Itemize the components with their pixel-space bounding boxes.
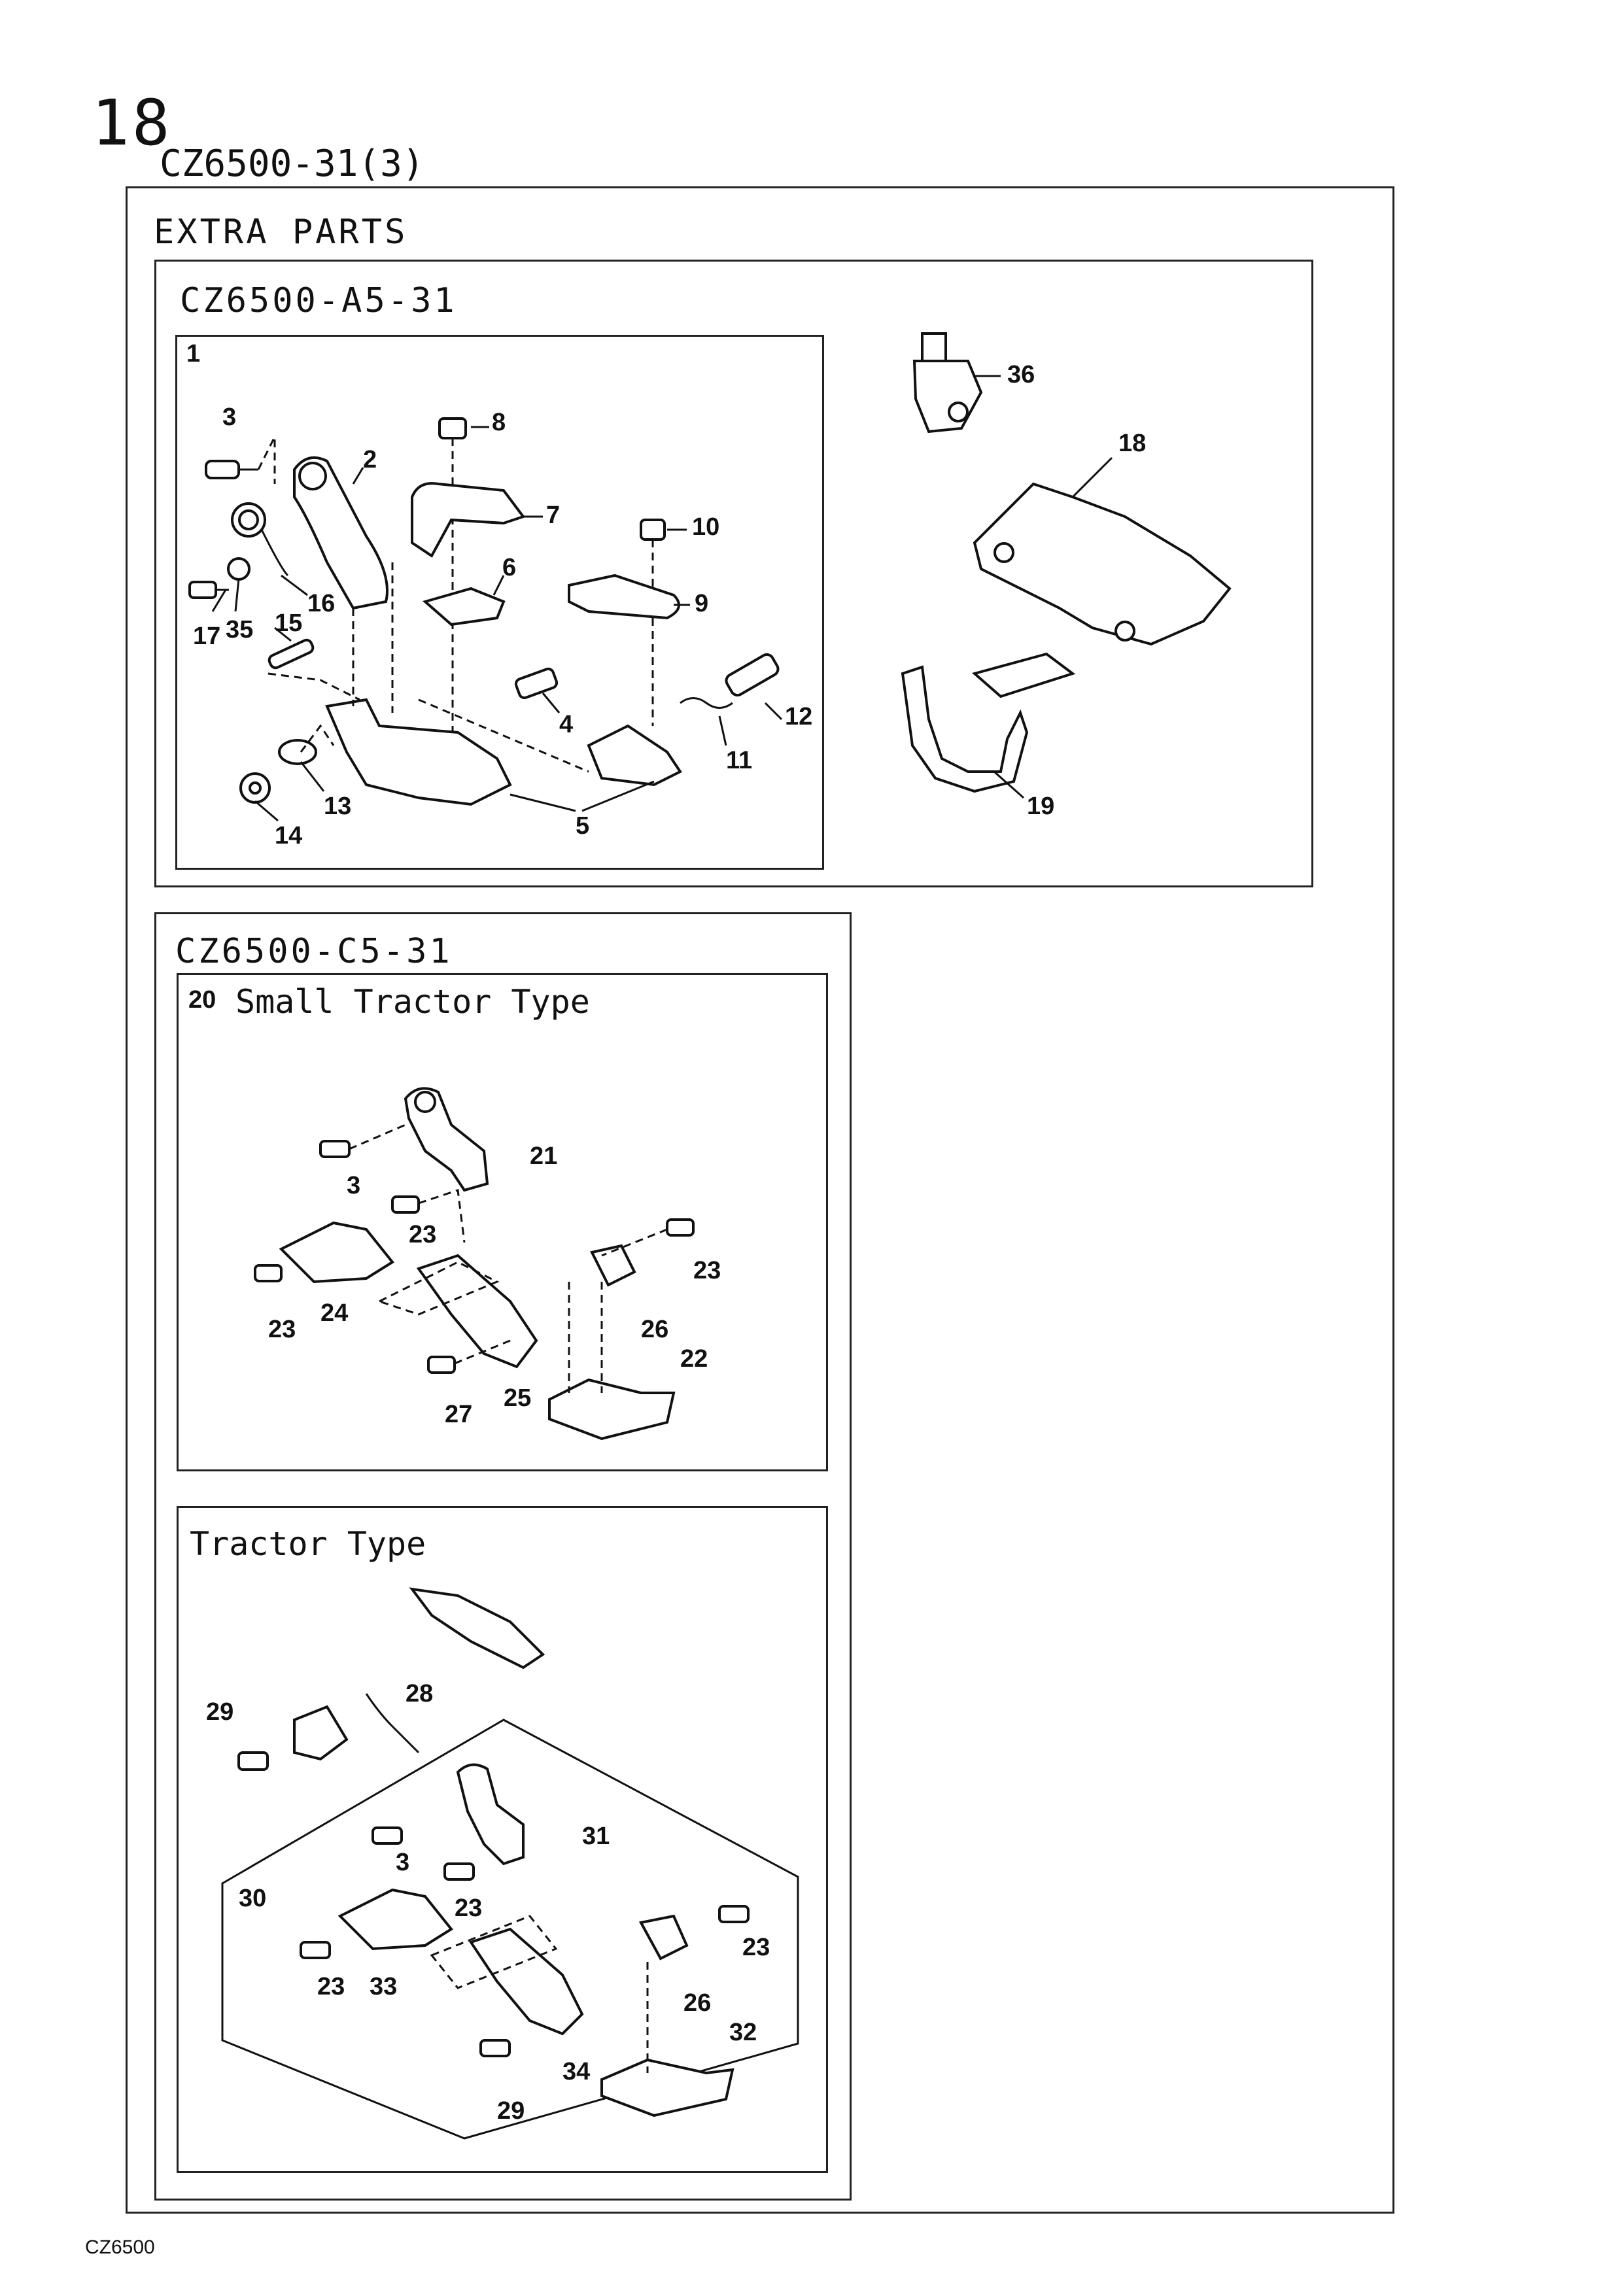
needle-plate <box>973 482 1232 646</box>
small-tractor-number: 20 <box>188 986 216 1014</box>
spring-icon <box>231 502 289 577</box>
callout-a5-other-18: 18 <box>1118 430 1146 457</box>
callout-tractor-34: 34 <box>562 2058 590 2085</box>
a5-group-title: CZ6500-A5-31 <box>180 281 457 320</box>
callout-small-tractor-22: 22 <box>680 1345 708 1373</box>
callout-a5-assembly-6: 6 <box>502 554 516 581</box>
callout-a5-assembly-17: 17 <box>193 623 220 650</box>
callout-tractor-31: 31 <box>582 1823 610 1850</box>
callout-a5-assembly-3: 3 <box>222 403 236 431</box>
callout-tractor-29: 29 <box>497 2097 525 2125</box>
a5-other-drawing <box>901 332 1232 799</box>
callout-a5-other-36: 36 <box>1007 361 1035 388</box>
callout-a5-other-19: 19 <box>1027 793 1054 820</box>
callout-a5-assembly-11: 11 <box>726 747 752 774</box>
callout-a5-assembly-14: 14 <box>275 822 302 849</box>
callout-small-tractor-23: 23 <box>268 1316 296 1343</box>
c5-group-frame <box>154 912 852 2201</box>
a5-assembly-frame <box>175 335 824 870</box>
callout-tractor-33: 33 <box>370 1973 397 2000</box>
callout-a5-assembly-16: 16 <box>307 590 335 617</box>
callout-tractor-23: 23 <box>742 1934 770 1961</box>
callout-a5-assembly-8: 8 <box>492 409 506 436</box>
tractor-frame <box>177 1506 828 2173</box>
callout-small-tractor-26: 26 <box>641 1316 668 1343</box>
presser-foot <box>325 698 512 806</box>
c5-group-title: CZ6500-C5-31 <box>175 932 453 971</box>
tractor-drawing <box>221 1587 799 2140</box>
callout-tractor-26: 26 <box>683 1989 711 2017</box>
callout-tractor-23: 23 <box>455 1894 482 1922</box>
tractor-assembly-number: 30 <box>239 1885 266 1912</box>
callout-small-tractor-21: 21 <box>530 1142 557 1170</box>
feed-dog <box>901 665 1029 793</box>
callout-small-tractor-3: 3 <box>347 1172 360 1199</box>
callout-tractor-32: 32 <box>729 2019 757 2046</box>
callout-small-tractor-23: 23 <box>409 1221 436 1248</box>
small-tractor-label: Small Tractor Type <box>235 983 590 1021</box>
screw-icon <box>205 460 258 479</box>
small-tractor-drawing <box>254 1087 695 1441</box>
callout-a5-assembly-5: 5 <box>576 812 589 840</box>
callout-a5-assembly-35: 35 <box>226 616 253 643</box>
model-title: CZ6500-31(3) <box>160 143 424 185</box>
a5-group-frame <box>154 260 1313 887</box>
callout-small-tractor-27: 27 <box>445 1401 472 1428</box>
callout-tractor-23: 23 <box>317 1973 345 2000</box>
callout-small-tractor-24: 24 <box>320 1299 348 1327</box>
tractor-label: Tractor Type <box>190 1525 426 1563</box>
callout-tractor-3: 3 <box>396 1849 409 1876</box>
callout-a5-assembly-2: 2 <box>363 446 377 473</box>
callout-a5-assembly-13: 13 <box>324 793 351 820</box>
callout-small-tractor-25: 25 <box>504 1384 531 1412</box>
page-number: 18 <box>92 86 173 160</box>
a5-assembly-drawing <box>188 417 783 822</box>
callout-tractor-28: 28 <box>406 1680 433 1707</box>
a5-assembly-number: 1 <box>186 340 201 368</box>
footer-code: CZ6500 <box>85 2236 155 2258</box>
callout-a5-assembly-4: 4 <box>559 711 573 738</box>
callout-a5-assembly-10: 10 <box>692 513 719 541</box>
callout-a5-assembly-9: 9 <box>695 590 708 617</box>
callout-tractor-29: 29 <box>206 1698 233 1726</box>
small-tractor-frame <box>177 973 828 1471</box>
callout-a5-assembly-7: 7 <box>546 502 560 529</box>
section-title: EXTRA PARTS <box>154 213 408 252</box>
callout-small-tractor-23: 23 <box>693 1257 721 1284</box>
callout-a5-assembly-12: 12 <box>785 703 812 730</box>
outer-frame <box>126 186 1394 2214</box>
callout-a5-assembly-15: 15 <box>275 609 302 637</box>
needle-clamp-arm <box>293 456 389 610</box>
